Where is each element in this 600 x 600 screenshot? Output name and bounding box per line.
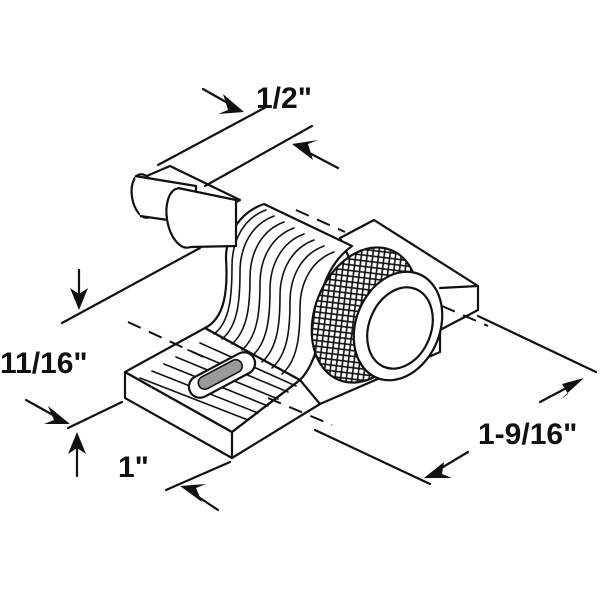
label-width-top: 1/2" (256, 82, 312, 115)
label-length: 1-9/16" (478, 418, 577, 451)
dimension-depth: 1" (118, 451, 232, 512)
dimension-height: 11/16" (0, 246, 202, 478)
mounting-slot (187, 351, 257, 399)
dimension-width-top: 1/2" (156, 82, 340, 188)
knurled-knob (310, 246, 444, 384)
plunger-pin (130, 164, 242, 249)
label-depth: 1" (118, 451, 149, 484)
dimension-length: 1-9/16" (313, 314, 598, 486)
label-height: 11/16" (0, 347, 88, 380)
center-lines (127, 209, 489, 426)
